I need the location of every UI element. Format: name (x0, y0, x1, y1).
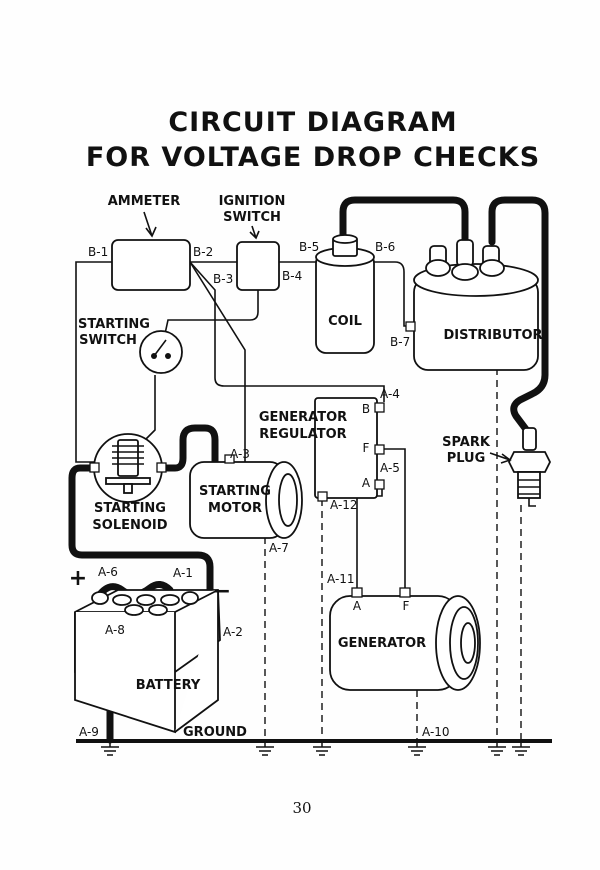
test-point-a6: A-6 (98, 565, 118, 579)
page-number: 30 (292, 799, 311, 817)
starting-solenoid-label-2: SOLENOID (92, 518, 167, 533)
test-point-a9: A-9 (79, 725, 99, 739)
regulator-terminal-b: B (362, 402, 370, 416)
generator-regulator-label-1: GENERATOR (259, 410, 347, 425)
wire-regulator-to-generator-f (382, 448, 406, 590)
generator-terminal-f: F (403, 599, 410, 613)
wire-b1-to-solenoid (75, 261, 112, 463)
test-point-a4: A-4 (380, 387, 400, 401)
coil (315, 234, 375, 354)
coil-label: COIL (328, 314, 362, 329)
wire-b2-to-regulator (189, 261, 385, 402)
starting-motor-label-1: STARTING (199, 484, 271, 499)
test-point-a1: A-1 (173, 566, 193, 580)
starting-switch-blade (153, 339, 167, 357)
test-point-a2: A-2 (223, 625, 243, 639)
wire-ignition-to-switch (162, 290, 259, 344)
spark-plug-arrow (489, 452, 512, 464)
wire-coil-to-distributor (374, 261, 414, 327)
title-line-2: FOR VOLTAGE DROP CHECKS (86, 142, 540, 173)
test-point-a12: A-12 (330, 498, 358, 512)
test-point-b5: B-5 (299, 240, 319, 254)
test-point-b6: B-6 (375, 240, 395, 254)
battery-label: BATTERY (136, 678, 201, 693)
starting-switch-label-2: SWITCH (79, 333, 137, 348)
wire-regulator-to-generator-a (356, 484, 383, 590)
ignition-switch-label-2: SWITCH (223, 210, 281, 225)
starting-switch-contact-2 (165, 353, 171, 359)
ammeter-label: AMMETER (108, 194, 181, 209)
distributor (405, 239, 539, 371)
ammeter-box (111, 239, 191, 291)
generator-regulator (314, 397, 385, 502)
test-point-a3: A-3 (230, 447, 250, 461)
test-point-a5: A-5 (380, 461, 400, 475)
distributor-label: DISTRIBUTOR (443, 328, 542, 343)
ignition-switch-label-1: IGNITION (219, 194, 286, 209)
ignition-switch-box (236, 241, 280, 291)
test-point-b2: B-2 (193, 245, 213, 259)
generator (329, 587, 481, 691)
starting-switch-label-1: STARTING (78, 317, 150, 332)
generator-terminal-a: A (353, 599, 362, 613)
regulator-terminal-a: A (362, 476, 371, 490)
battery (74, 589, 221, 734)
regulator-terminal-f: F (363, 441, 370, 455)
test-point-b4: B-4 (282, 269, 302, 283)
starting-motor-label-2: MOTOR (208, 501, 262, 516)
test-point-a11: A-11 (327, 572, 355, 586)
wire-switch-to-solenoid (144, 375, 156, 441)
ammeter-arrow (143, 211, 157, 238)
starting-motor (189, 454, 303, 539)
title-line-1: CIRCUIT DIAGRAM (168, 107, 457, 138)
wire-b2-to-motor (189, 261, 246, 466)
generator-label: GENERATOR (338, 636, 426, 651)
spark-plug-label-1: SPARK (442, 435, 491, 450)
test-point-a8: A-8 (105, 623, 125, 637)
spark-plug (507, 427, 552, 507)
distributor-to-spark-plug-cable (488, 196, 549, 436)
ignition-switch-arrow (249, 225, 260, 240)
test-point-b7: B-7 (390, 335, 410, 349)
generator-regulator-label-2: REGULATOR (259, 427, 346, 442)
ground-symbols (101, 741, 530, 756)
coil-to-distributor-cable (339, 196, 469, 246)
battery-negative-sign: − (213, 579, 231, 604)
solenoid-to-battery-cable (68, 464, 214, 596)
starting-solenoid-label-1: STARTING (94, 501, 166, 516)
starting-solenoid (89, 433, 167, 503)
solenoid-to-starting-motor-cable (159, 424, 219, 472)
battery-positive-sign: + (69, 566, 87, 591)
test-point-a7: A-7 (269, 541, 289, 555)
test-point-a10: A-10 (422, 725, 450, 739)
test-point-b3: B-3 (213, 272, 233, 286)
ground-label: GROUND (183, 725, 247, 740)
test-point-b1: B-1 (88, 245, 108, 259)
starting-switch (139, 330, 183, 374)
spark-plug-label-2: PLUG (447, 451, 486, 466)
